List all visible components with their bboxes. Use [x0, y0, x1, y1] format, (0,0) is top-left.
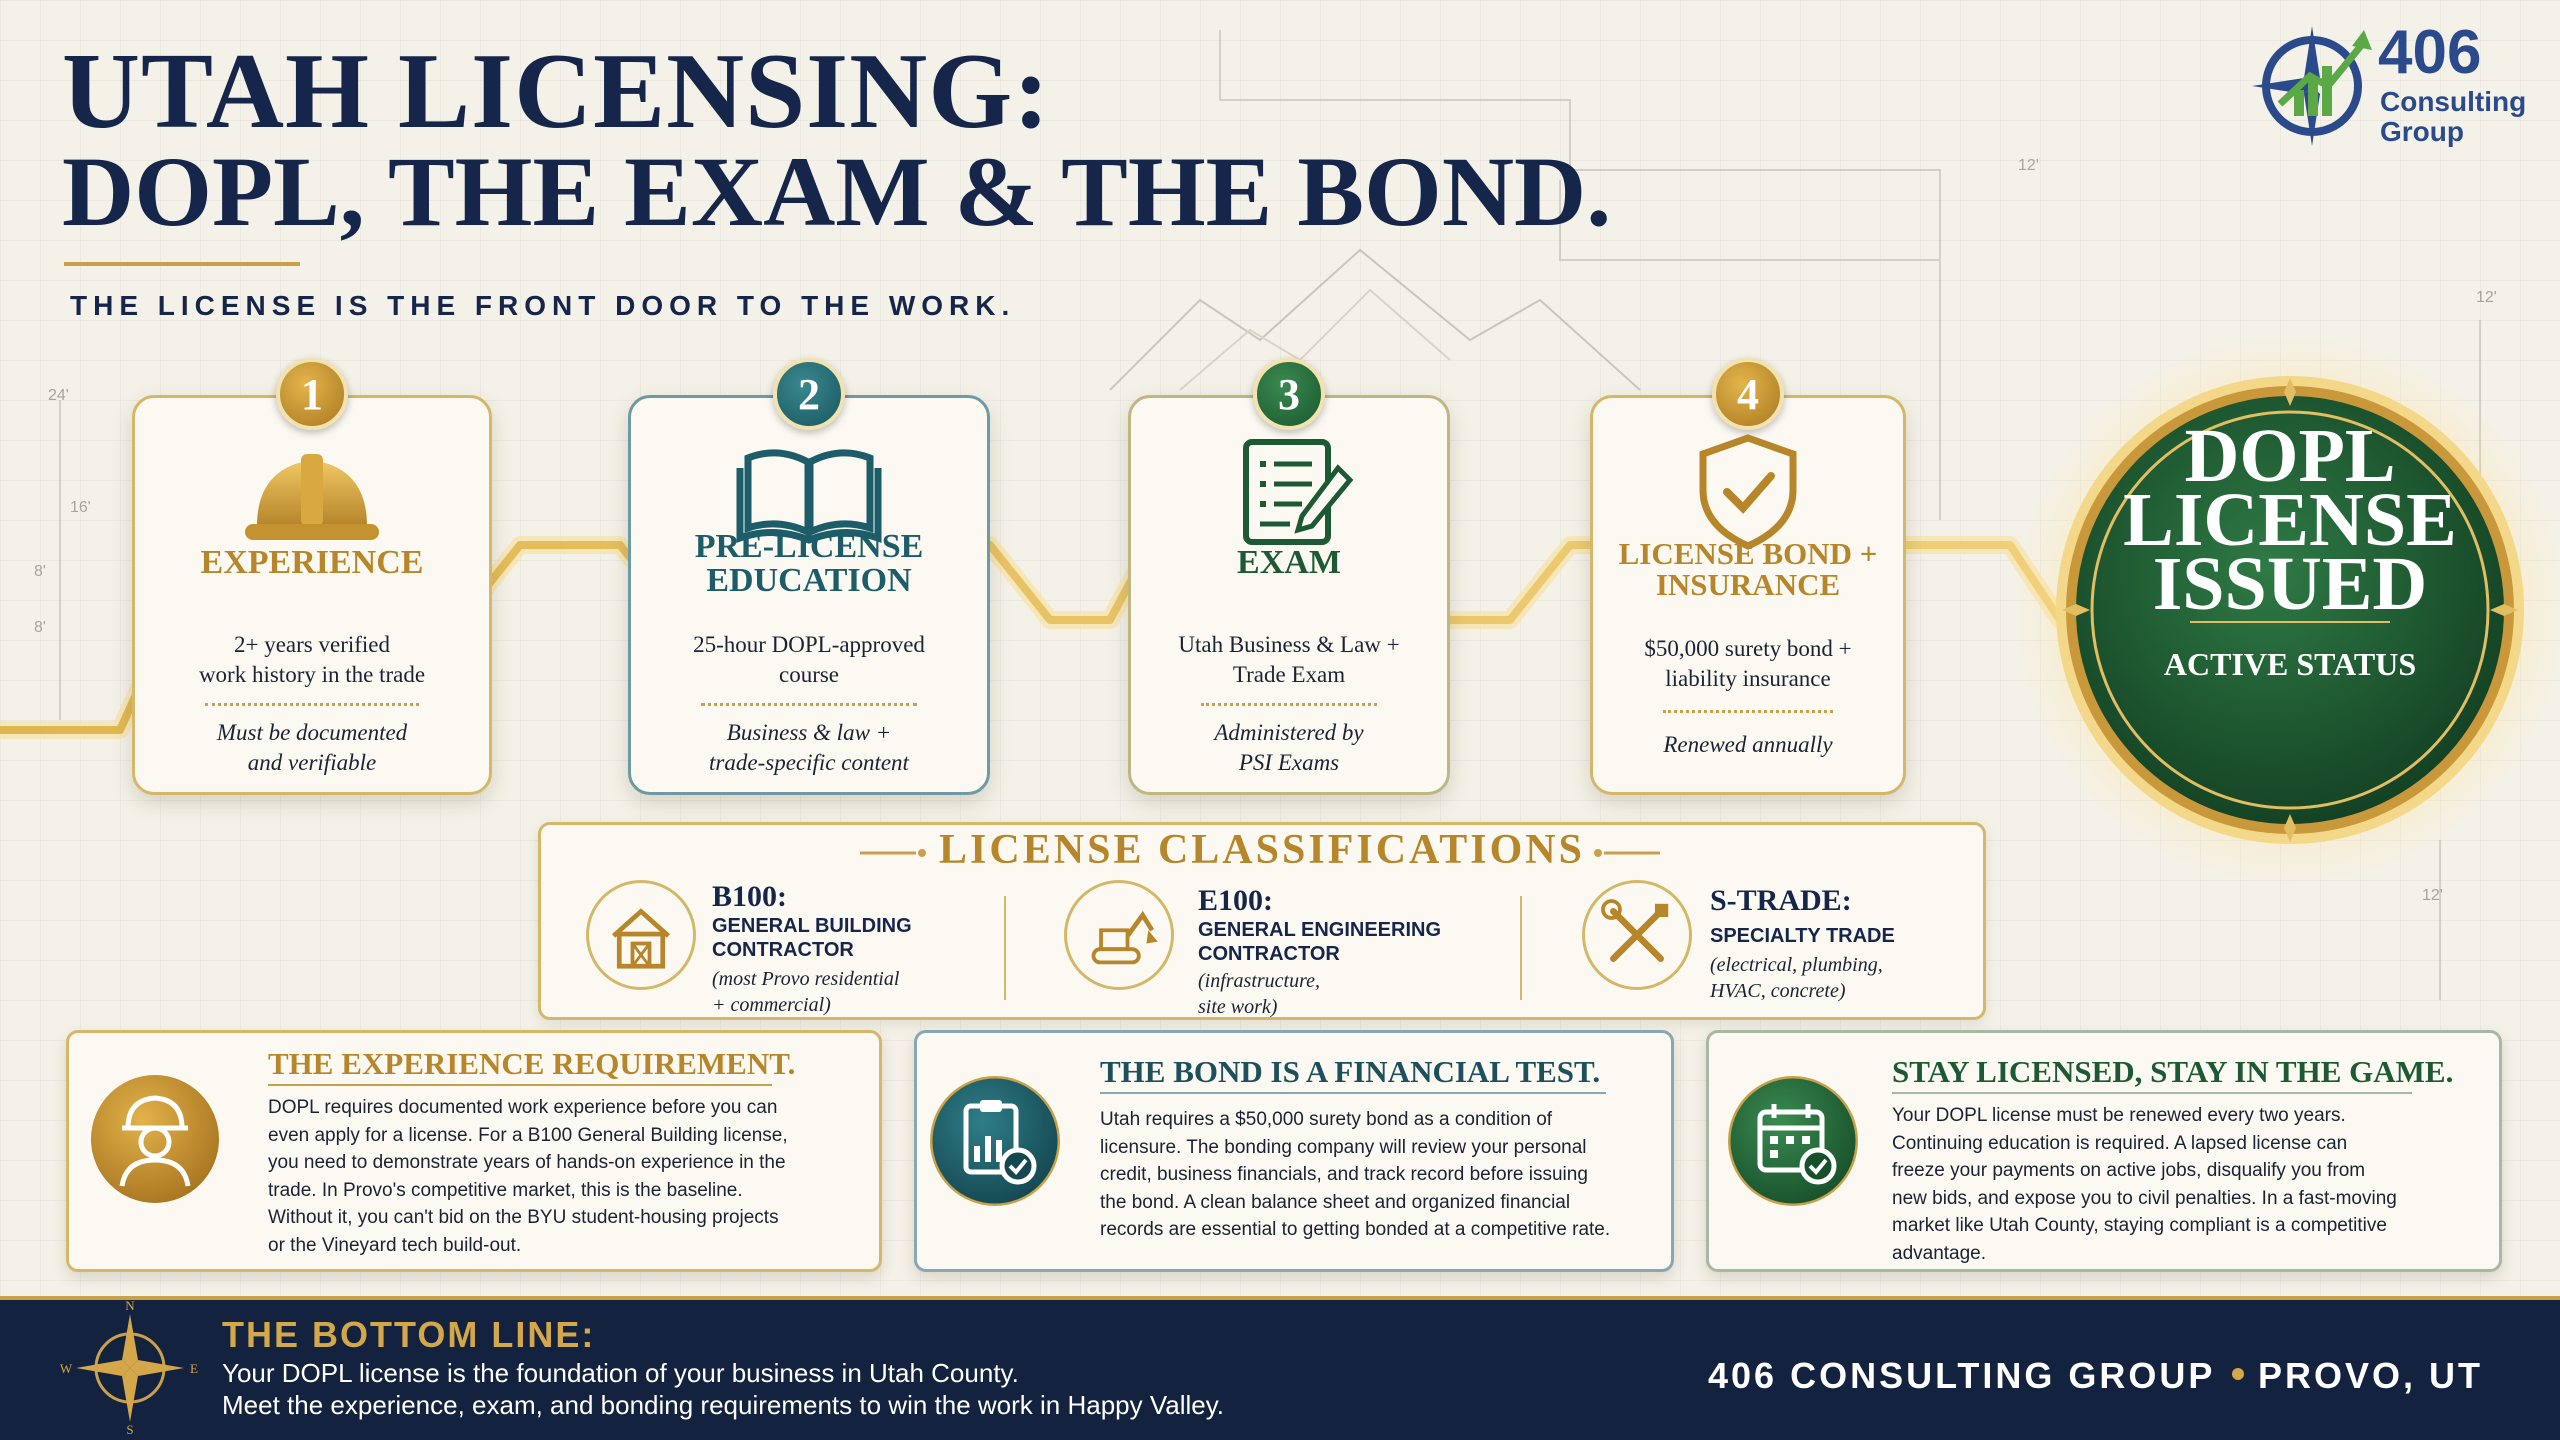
step-card-experience: 1 EXPERIENCE 2+ years verified work hist…: [132, 358, 492, 795]
footer-separator-dot: [2232, 1368, 2244, 1380]
heading-ornament: [860, 849, 1660, 857]
panel-body: Your DOPL license must be renewed every …: [1892, 1105, 2397, 1264]
class-code: B100:: [712, 880, 787, 913]
classifications-heading: LICENSE CLASSIFICATIONS: [939, 827, 1585, 873]
class-code: E100:: [1198, 884, 1273, 917]
class-note: (most Provo residential + commercial): [712, 968, 900, 1016]
compass-w: W: [60, 1361, 73, 1376]
barn-icon: [586, 880, 696, 990]
blueprint-mark: 12': [2422, 887, 2443, 904]
class-note: (infrastructure, site work): [1198, 970, 1321, 1018]
exam-sheet-icon: [1243, 439, 1354, 545]
step-divider: [1201, 703, 1377, 706]
panel-rule: [1892, 1092, 2412, 1094]
step-description: Utah Business & Law + Trade Exam: [1178, 632, 1400, 687]
compass-s: S: [126, 1422, 133, 1436]
step-note: Renewed annually: [1663, 732, 1833, 757]
blueprint-mark: 8': [34, 619, 46, 636]
step-divider: [205, 703, 419, 706]
step-divider: [701, 703, 917, 706]
step-number-badge: 2: [773, 358, 845, 430]
license-seal-icon: [2056, 376, 2524, 844]
title-divider: [64, 262, 300, 266]
worker-icon: [91, 1075, 219, 1203]
compass-e: E: [190, 1361, 198, 1376]
blueprint-mark: 12': [2018, 157, 2039, 174]
logo-compass-icon: [2252, 26, 2372, 146]
tools-icon: [1582, 880, 1692, 990]
step-card-exam: 3 EXAM Utah Business & Law + Trade Exam …: [1128, 358, 1450, 795]
class-name: GENERAL BUILDING CONTRACTOR: [712, 915, 912, 961]
step-description: 2+ years verified work history in the tr…: [198, 632, 426, 687]
compass-rose-icon: N S W E: [60, 1300, 198, 1436]
step-card-bond: 4 LICENSE BOND + INSURANCE $50,000 suret…: [1590, 358, 1906, 795]
step-card-education: 2 PRE-LICENSE EDUCATION 25-hour DOPL-app…: [628, 358, 990, 795]
step-title: EXPERIENCE: [200, 544, 424, 581]
final-badge-line1: DOPL: [2184, 414, 2396, 498]
shield-check-icon: [1699, 434, 1797, 550]
final-badge-line2: LICENSE: [2123, 478, 2457, 562]
book-icon: [736, 449, 882, 544]
class-note: (electrical, plumbing, HVAC, concrete): [1710, 954, 1883, 1002]
panel-body: Utah requires a $50,000 surety bond as a…: [1100, 1109, 1611, 1241]
footer-city: PROVO, UT: [2258, 1355, 2484, 1396]
classifications-box: [538, 822, 1986, 1020]
panel-rule: [1100, 1092, 1606, 1094]
class-name: GENERAL ENGINEERING CONTRACTOR: [1198, 919, 1441, 965]
blueprint-mark: 12': [2476, 289, 2497, 306]
step-description: 25-hour DOPL-approved course: [693, 632, 925, 687]
hard-hat-icon: [245, 454, 379, 540]
class-divider: [1004, 896, 1006, 1000]
page-title-line1: UTAH LICENSING:: [62, 32, 1051, 151]
logo-text: Group: [2380, 116, 2464, 147]
step-note: Business & law + trade-specific content: [709, 720, 909, 775]
logo-text: Consulting: [2380, 86, 2527, 117]
step-number-badge: 4: [1712, 358, 1784, 430]
step-note: Administered by PSI Exams: [1214, 720, 1364, 775]
panel-title: THE BOND IS A FINANCIAL TEST.: [1100, 1054, 1601, 1089]
step-title: EXAM: [1237, 544, 1341, 581]
step-divider: [1663, 710, 1833, 713]
bottom-line-title: THE BOTTOM LINE:: [222, 1314, 596, 1355]
panel-rule: [268, 1084, 772, 1086]
step-number-badge: 1: [276, 358, 348, 430]
step-title: LICENSE BOND + INSURANCE: [1618, 536, 1878, 602]
class-code: S-TRADE:: [1710, 884, 1852, 917]
bottom-bar: [0, 1296, 2560, 1440]
panel-title: STAY LICENSED, STAY IN THE GAME.: [1892, 1054, 2454, 1089]
calendar-check-icon: [1728, 1076, 1858, 1206]
bottom-line-text: Your DOPL license is the foundation of y…: [222, 1358, 1019, 1388]
step-title: PRE-LICENSE EDUCATION: [694, 528, 924, 599]
step-note: Must be documented and verifiable: [216, 720, 408, 775]
blueprint-mark: 16': [70, 499, 91, 516]
step-description: $50,000 surety bond + liability insuranc…: [1644, 636, 1852, 691]
excavator-icon: [1064, 880, 1174, 990]
compass-n: N: [125, 1300, 135, 1313]
tagline: THE LICENSE IS THE FRONT DOOR TO THE WOR…: [70, 290, 1016, 321]
blueprint-mark: 24': [48, 387, 69, 404]
blueprint-mark: 8': [34, 563, 46, 580]
final-badge-status: ACTIVE STATUS: [2163, 646, 2417, 682]
footer-company: 406 CONSULTING GROUP: [1708, 1355, 2216, 1396]
logo-number: 406: [2378, 18, 2482, 87]
page-title-line2: DOPL, THE EXAM & THE BOND.: [62, 136, 1612, 247]
class-divider: [1520, 896, 1522, 1000]
final-badge-line3: ISSUED: [2152, 542, 2428, 626]
class-name: SPECIALTY TRADE: [1710, 925, 1895, 947]
panel-title: THE EXPERIENCE REQUIREMENT.: [268, 1046, 796, 1081]
step-number-badge: 3: [1253, 358, 1325, 430]
clipboard-chart-icon: [930, 1076, 1060, 1206]
panel-body: DOPL requires documented work experience…: [268, 1097, 788, 1256]
bottom-line-text: Meet the experience, exam, and bonding r…: [222, 1390, 1225, 1420]
